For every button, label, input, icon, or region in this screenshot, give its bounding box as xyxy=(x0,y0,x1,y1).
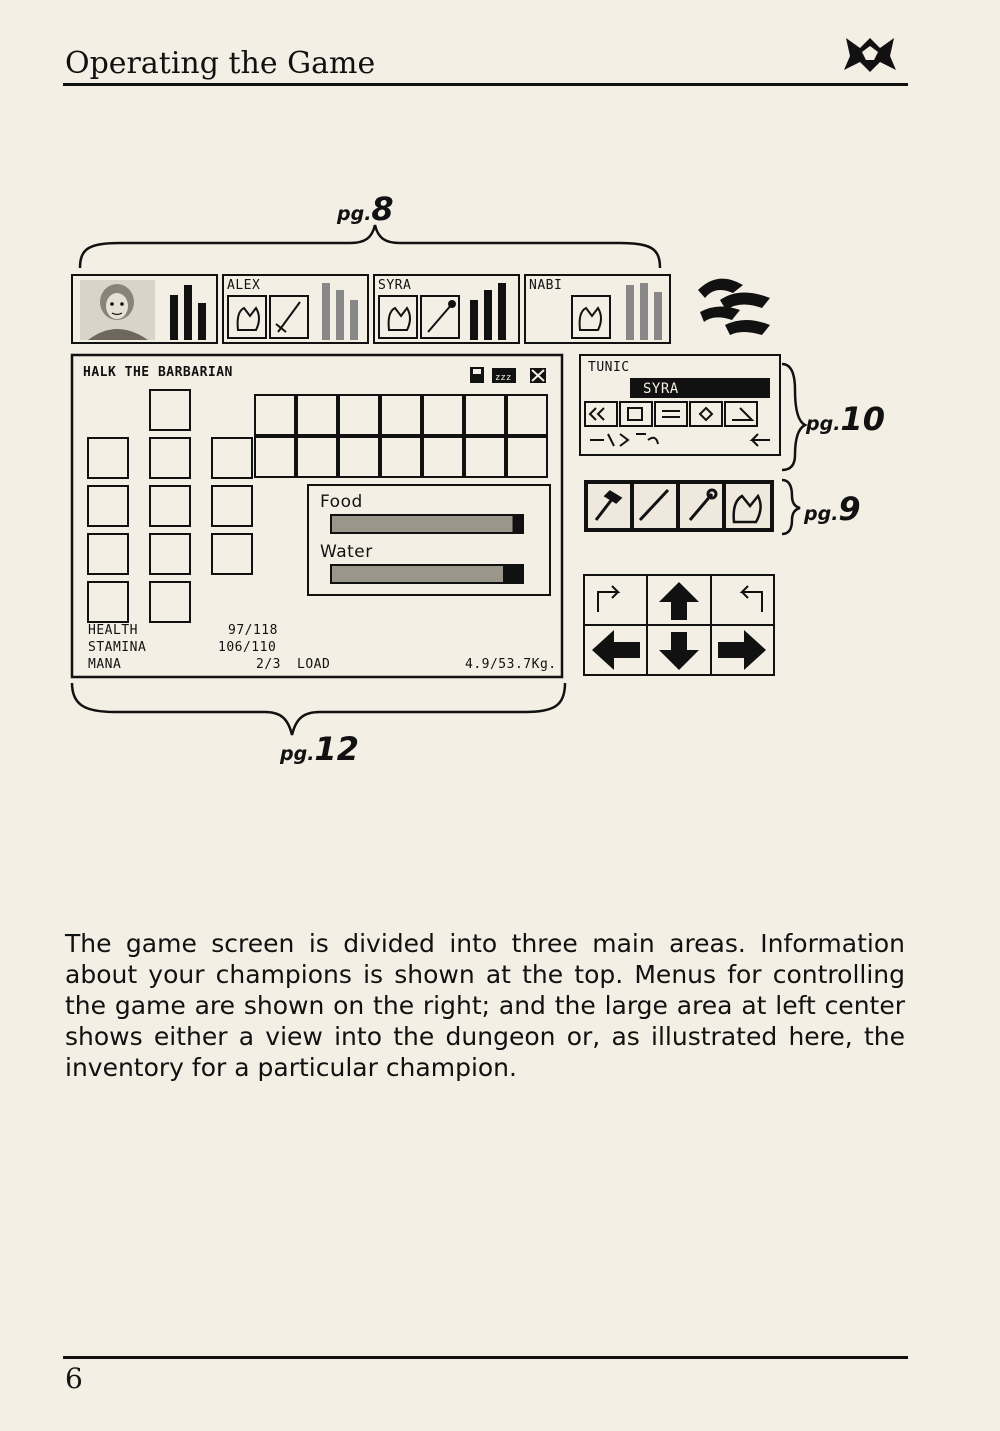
header-rule xyxy=(63,83,908,86)
food-bar xyxy=(330,514,524,534)
equipment-slots xyxy=(87,389,253,623)
top-brace xyxy=(78,224,662,269)
page-ref-top: pg.8 xyxy=(337,190,394,228)
right-brace-2 xyxy=(781,478,801,536)
rune-symbols xyxy=(584,401,770,447)
page-number: 6 xyxy=(65,1362,83,1395)
page-ref-right-1: pg.10 xyxy=(806,400,885,438)
bottom-brace xyxy=(70,682,567,736)
inventory-action-icons: zzz xyxy=(470,367,546,383)
health-label: HEALTH xyxy=(88,623,138,638)
syra-hand-slots xyxy=(378,295,460,339)
caster-name: SYRA xyxy=(643,381,679,397)
alex-hand-slots xyxy=(227,295,309,339)
water-label: Water xyxy=(320,542,373,562)
page-ref-bottom: pg.12 xyxy=(280,730,359,768)
magic-symbols-icon xyxy=(698,278,770,335)
health-value: 97/118 xyxy=(228,623,278,638)
mana-label: MANA xyxy=(88,657,122,672)
footer-rule xyxy=(63,1356,908,1359)
champion-panels xyxy=(71,274,671,344)
dungeon-logo-icon xyxy=(844,38,896,72)
food-label: Food xyxy=(320,492,363,512)
attack-menu xyxy=(584,480,774,532)
inventory-champion-name: HALK THE BARBARIAN xyxy=(83,365,233,380)
champion-1-stat-bars xyxy=(170,285,206,340)
mana-value: 2/3 xyxy=(256,657,281,672)
champion-name-syra: SYRA xyxy=(378,278,412,293)
champion-name-nabi: NABI xyxy=(529,278,563,293)
illustration-caption: The game screen is divided into three ma… xyxy=(65,929,905,1082)
inventory-panel xyxy=(70,353,564,679)
held-item-label: TUNIC xyxy=(588,360,630,375)
water-bar xyxy=(330,564,524,584)
movement-arrows xyxy=(583,574,775,676)
page-header-title: Operating the Game xyxy=(65,46,376,81)
load-label: LOAD xyxy=(297,657,331,672)
champion-name-alex: ALEX xyxy=(227,278,261,293)
stamina-value: 106/110 xyxy=(218,640,277,655)
svg-text:zzz: zzz xyxy=(495,373,511,383)
champion-portrait-avatar xyxy=(80,280,155,340)
alex-stat-bars xyxy=(322,283,358,340)
right-brace-1 xyxy=(781,362,808,472)
stamina-label: STAMINA xyxy=(88,640,147,655)
load-value: 4.9/53.7Kg. xyxy=(465,657,557,672)
page-ref-right-2: pg.9 xyxy=(804,490,861,528)
nabi-stat-bars xyxy=(626,283,662,340)
backpack-grid xyxy=(254,394,548,478)
syra-stat-bars xyxy=(470,283,506,340)
nabi-hand-slots xyxy=(571,295,611,339)
